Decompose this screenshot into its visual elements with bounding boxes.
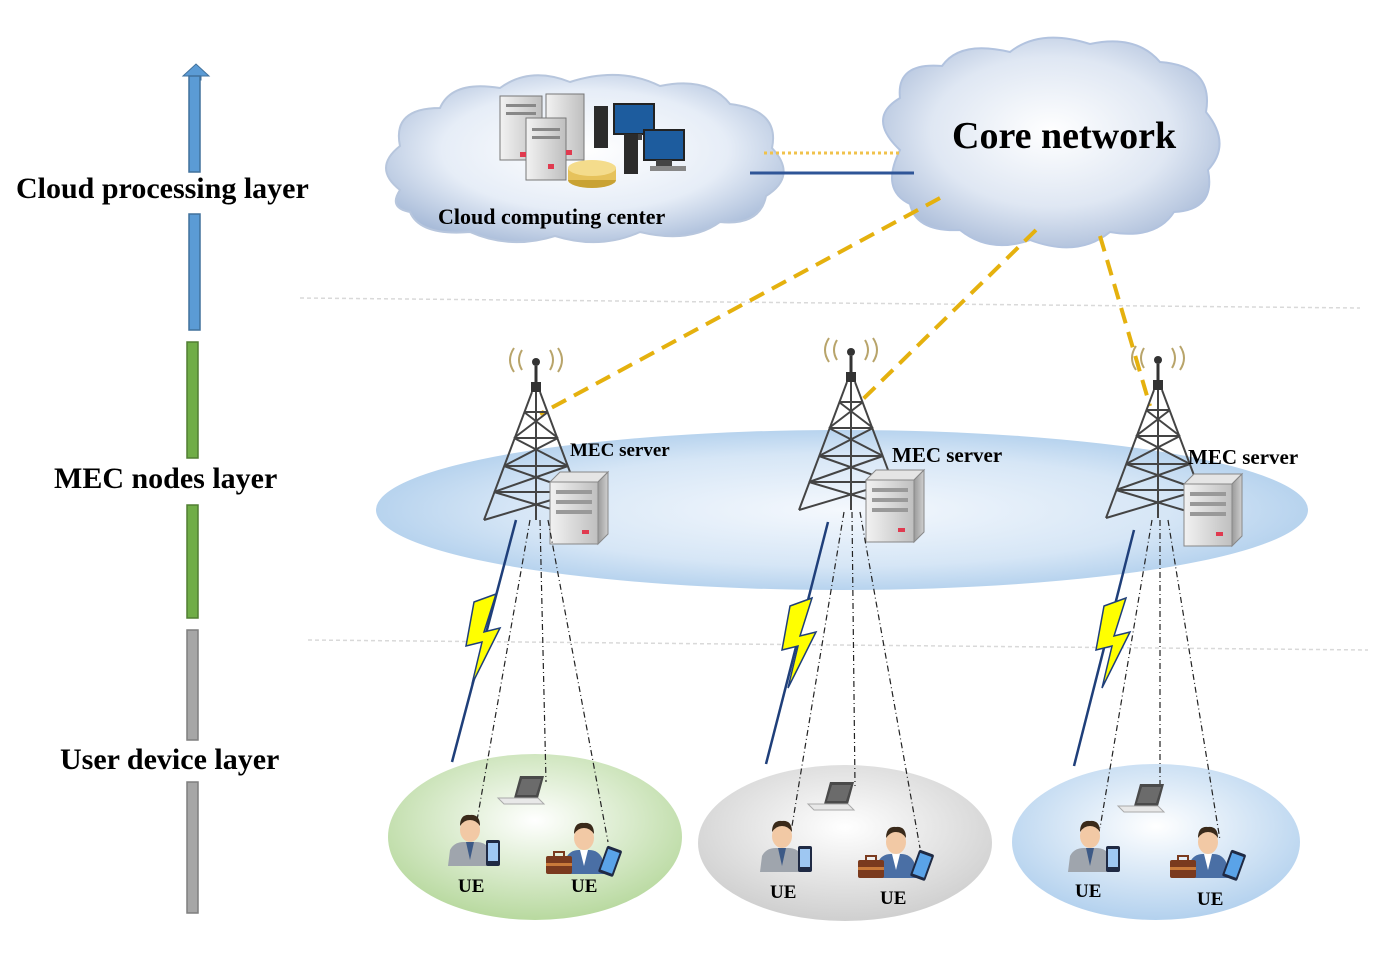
ue-label: UE <box>1075 881 1102 902</box>
mec-layer-bar-bottom <box>186 504 199 619</box>
cloud-center-label: Cloud computing center <box>438 204 666 229</box>
desktop-computer-icon <box>594 103 686 174</box>
mec-server-label: MEC server <box>1188 445 1299 469</box>
user-layer-label: User device layer <box>60 743 280 776</box>
device-links <box>475 511 1221 849</box>
layer-divider-upper <box>299 297 1361 309</box>
wireless-signal-icon <box>465 593 501 685</box>
cloud-computing-center <box>385 73 785 244</box>
user-layer-bar-bottom <box>186 781 199 914</box>
ue-label: UE <box>458 876 485 897</box>
cloud-layer-bar-bottom <box>188 213 201 331</box>
cloud-layer-label: Cloud processing layer <box>16 172 309 205</box>
wireless-signal-icon <box>1095 597 1131 689</box>
mec-layer-label: MEC nodes layer <box>54 462 278 495</box>
core-to-tower-3-link <box>1098 235 1152 407</box>
user-cluster-gray <box>698 765 992 921</box>
layer-bars <box>181 63 211 914</box>
ue-label: UE <box>571 876 598 897</box>
user-cluster-green <box>388 754 682 920</box>
core-to-tower-1-link <box>539 196 941 416</box>
database-icon <box>568 160 616 188</box>
mec-server-label: MEC server <box>892 443 1003 467</box>
user-layer-bar-top <box>186 629 199 741</box>
user-cluster-blue <box>1012 764 1300 920</box>
mec-layer-bar-top <box>186 341 199 459</box>
core-to-tower-2-link <box>856 228 1038 406</box>
mec-band <box>376 430 1308 590</box>
cloud-layer-bar-top <box>188 75 201 173</box>
mec-server-icon <box>1183 473 1243 547</box>
ue-label: UE <box>770 882 797 903</box>
server-rack-icon <box>499 93 585 181</box>
core-network-label: Core network <box>952 115 1177 157</box>
core-network-cloud <box>882 36 1221 249</box>
mec-server-label: MEC server <box>570 440 670 461</box>
ue-label: UE <box>1197 889 1224 910</box>
ue-label: UE <box>880 888 907 909</box>
wireless-signal-icon <box>781 597 817 689</box>
mec-server-icon <box>549 471 609 545</box>
mec-server-icon <box>865 469 925 543</box>
